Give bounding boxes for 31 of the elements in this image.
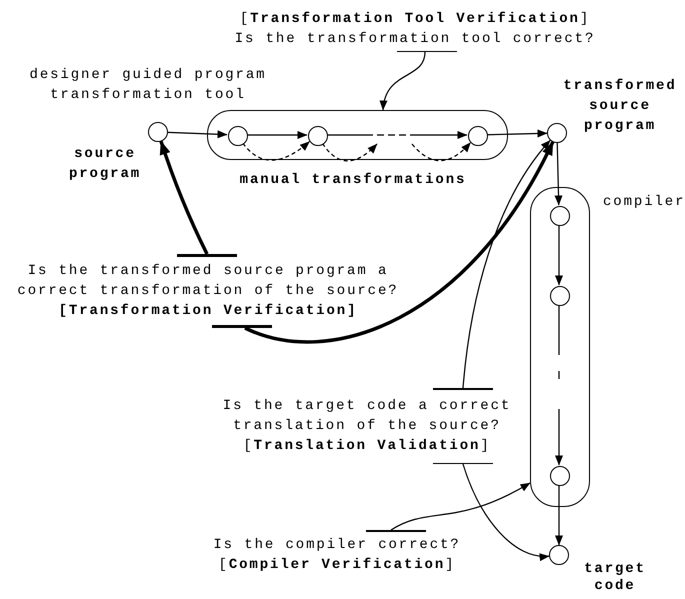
annotation-text: Is the transformed source program a correct transformation of the source? (16, 262, 400, 301)
node-caption: target code (583, 561, 647, 595)
arrow (247, 131, 308, 139)
dashed-arrow (322, 143, 378, 162)
annotation-text: [Compiler Verification] (218, 556, 456, 575)
arrow (555, 225, 563, 286)
leader-arrow (462, 464, 550, 560)
leader-arrow (462, 140, 551, 388)
annotation-text: Is the compiler correct? (213, 536, 461, 555)
arrow (486, 130, 548, 138)
annotation-text: [Translation Validation] (243, 437, 491, 456)
arrow (554, 142, 563, 206)
leader-arrow (244, 141, 554, 344)
leader-arrow (159, 140, 209, 255)
annotation-text: Is the target code a correct translation of the source? (222, 397, 512, 436)
annotation-text: [Transformation Tool Verification] (240, 10, 590, 29)
leader-arrow (380, 52, 426, 110)
leader-arrow (390, 482, 530, 531)
arrow (555, 485, 563, 546)
node-caption: source program (68, 145, 142, 184)
annotation-text: Is the transformation tool correct? (234, 30, 596, 49)
arrow (168, 130, 228, 138)
dashed-arrow (327, 131, 468, 139)
dashed-arrow (242, 141, 310, 161)
box-heading: compiler (603, 193, 685, 212)
node-caption: transformed source program (562, 77, 678, 136)
box-heading: designer guided program transformation tool (28, 66, 268, 105)
dashed-arrow (555, 305, 563, 466)
arc-label: manual transformations (238, 171, 468, 190)
dashed-arrow (412, 142, 471, 162)
annotation-text: [Transformation Verification] (58, 302, 358, 321)
